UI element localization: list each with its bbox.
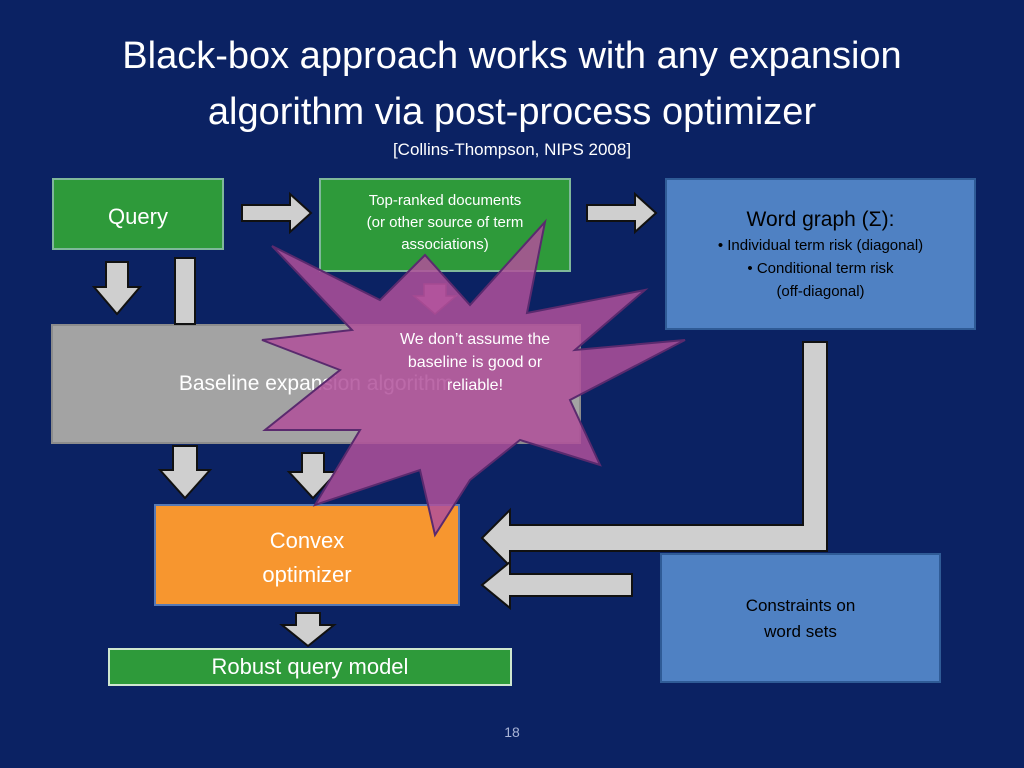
callout-line1: We don’t assume the (399, 331, 550, 348)
convex-line1: Convex (269, 528, 345, 553)
query-label: Query (108, 204, 168, 229)
word-graph-bullet-2: • Conditional term risk (747, 260, 894, 277)
robust-query-model-box: Robust query model (108, 648, 512, 686)
query-box: Query (52, 178, 224, 250)
constraints-line1: Constraints on (745, 596, 856, 615)
slide-title-line1: Black-box approach works with any expans… (122, 35, 902, 77)
robust-label: Robust query model (211, 654, 409, 679)
arrow-word-graph-to-convex (480, 341, 828, 569)
arrow-baseline-to-convex (286, 452, 340, 500)
word-graph-title: Word graph (Σ): (746, 208, 895, 231)
callout-text: We don’t assume the baseline is good or … (370, 328, 580, 397)
constraints-box: Constraints on word sets (660, 553, 941, 683)
arrow-docs-to-word-graph (586, 191, 658, 235)
top-docs-line2: (or other source of term (366, 214, 524, 231)
constraints-line2: word sets (764, 622, 837, 641)
arrow-constraints-to-convex (480, 559, 633, 611)
slide-title-line2: algorithm via post-process optimizer (207, 91, 817, 133)
arrow-query-to-docs (241, 191, 313, 235)
bullet-1-text: Individual term risk (diagonal) (727, 237, 924, 254)
bullet-2-text: Conditional term risk (756, 260, 894, 277)
top-docs-line1: Top-ranked documents (368, 192, 522, 209)
word-graph-box: Word graph (Σ): • Individual term risk (… (665, 178, 976, 330)
callout-starburst (261, 218, 686, 538)
arrow-convex-to-robust (279, 612, 337, 648)
callout-line3: reliable! (446, 377, 504, 394)
bar-query-bypass (174, 257, 196, 325)
arrow-query-to-baseline (91, 261, 143, 316)
page-number: 18 (504, 724, 520, 740)
word-graph-bullet-1: • Individual term risk (diagonal) (717, 237, 924, 254)
callout-line2: baseline is good or (407, 354, 543, 371)
citation: [Collins-Thompson, NIPS 2008] (392, 140, 632, 159)
arrow-bypass-to-convex (157, 445, 213, 500)
top-docs-line3: associations) (401, 236, 489, 253)
convex-optimizer-box: Convex optimizer (154, 504, 460, 606)
convex-line2: optimizer (262, 562, 352, 587)
top-ranked-documents-box: Top-ranked documents (or other source of… (319, 178, 571, 272)
word-graph-bullet-2-cont: (off-diagonal) (776, 283, 865, 300)
